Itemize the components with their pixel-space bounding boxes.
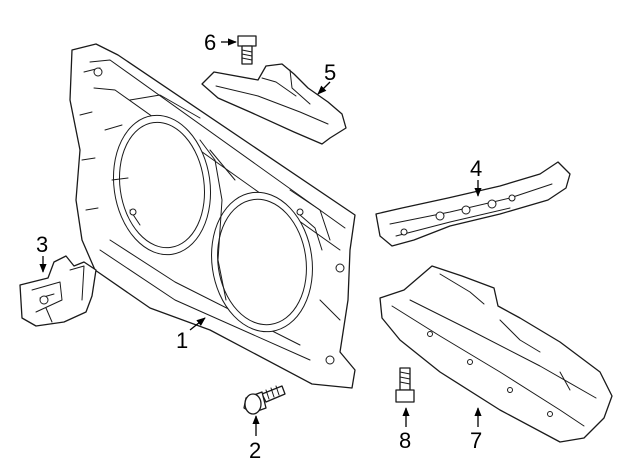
radiator-core-support bbox=[69, 43, 356, 389]
upper-support-bar bbox=[375, 161, 571, 247]
callout-1: 1 bbox=[176, 328, 188, 353]
leader-5 bbox=[317, 81, 331, 95]
callout-7: 7 bbox=[470, 428, 482, 453]
bolt-part-2 bbox=[243, 385, 286, 415]
splash-shield-part-7 bbox=[379, 265, 613, 443]
air-guide-part-5 bbox=[201, 63, 347, 145]
bolt-part-8 bbox=[395, 367, 415, 403]
bracket-part-3 bbox=[19, 255, 97, 327]
callout-8: 8 bbox=[399, 428, 411, 453]
callout-2: 2 bbox=[249, 438, 261, 463]
callout-6: 6 bbox=[204, 30, 216, 55]
bolt-part-6 bbox=[237, 35, 257, 65]
callout-5: 5 bbox=[324, 60, 336, 85]
callout-3: 3 bbox=[36, 232, 48, 257]
callout-4: 4 bbox=[470, 156, 482, 181]
leader-1 bbox=[189, 317, 206, 331]
